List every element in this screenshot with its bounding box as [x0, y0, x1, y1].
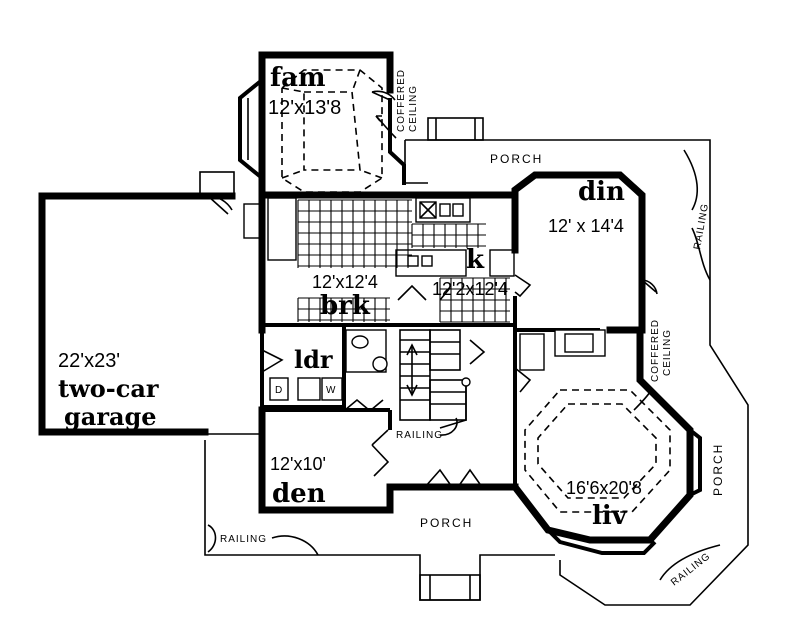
den-dims: 12'x10'	[270, 454, 326, 474]
family-room	[238, 51, 406, 204]
brk-name: brk	[320, 291, 371, 321]
staircase	[399, 329, 486, 429]
coffered-right-label-1: COFFERED	[650, 319, 661, 382]
garage-name-1: two-car	[58, 374, 159, 403]
dryer-label: D	[275, 385, 283, 396]
brk-dims: 12'x12'4	[312, 272, 378, 292]
porch-right-label: PORCH	[711, 443, 725, 496]
porch-top-label: PORCH	[490, 152, 543, 166]
liv-name: liv	[592, 501, 628, 531]
garage-name-2: garage	[64, 402, 157, 431]
railing-leaders	[207, 149, 721, 581]
railing-stair-label: RAILING	[396, 430, 443, 441]
porch-outline	[199, 117, 749, 606]
fam-name: fam	[270, 63, 326, 93]
porch-bottom-label: PORCH	[420, 516, 473, 530]
washer-label: W	[326, 385, 336, 396]
coffered-top-label-1: COFFERED	[396, 69, 407, 132]
railing-right-bottom-label: RAILING	[669, 551, 713, 589]
garage-dims: 22'x23'	[58, 350, 120, 372]
foyer	[386, 330, 532, 491]
railing-right-top-label: RAILING	[692, 202, 711, 250]
k-dims: 12'2x12'4	[432, 279, 508, 299]
fam-dims: 12'x13'8	[268, 97, 341, 119]
liv-dims: 16'6x20'8	[566, 478, 642, 498]
coffered-top-label-2: CEILING	[408, 85, 419, 132]
din-dims: 12' x 14'4	[548, 216, 624, 236]
railing-left-bottom-label: RAILING	[220, 534, 267, 545]
coffered-right-label-2: CEILING	[662, 329, 673, 376]
living-room	[510, 326, 702, 555]
din-name: din	[578, 177, 625, 207]
ldr-name: ldr	[294, 345, 333, 374]
kitchen-breakfast	[258, 191, 532, 334]
den-name: den	[272, 479, 326, 509]
laundry	[260, 323, 388, 411]
k-name: k	[466, 245, 485, 275]
den	[258, 406, 394, 514]
tile-grid	[297, 199, 510, 323]
